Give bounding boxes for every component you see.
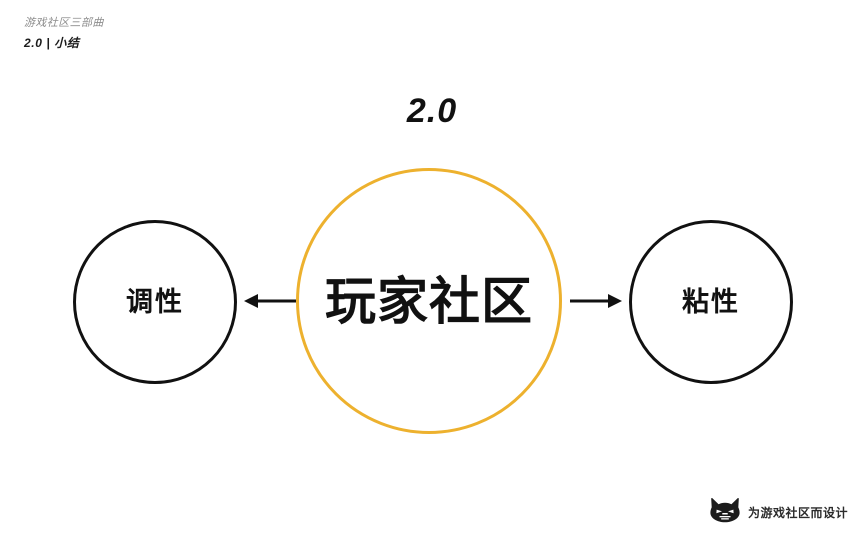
slide-header: 游戏社区三部曲 2.0 | 小结 — [24, 16, 104, 51]
diagram-node-left-label: 调性 — [126, 286, 184, 317]
arrow-right-icon — [569, 287, 623, 315]
header-eyebrow: 游戏社区三部曲 — [24, 17, 104, 29]
footer-brand: 为游戏社区而设计 — [710, 497, 848, 528]
diagram-node-center-label: 玩家社区 — [324, 272, 533, 330]
section-number: 2.0 — [406, 92, 458, 130]
arrow-left-icon — [243, 287, 297, 315]
diagram-node-right-label: 粘性 — [682, 286, 740, 317]
footer-brand-text: 为游戏社区而设计 — [747, 506, 848, 520]
diagram-node-left[interactable]: 调性 — [73, 220, 237, 384]
diagram-node-right[interactable]: 粘性 — [629, 220, 793, 384]
cat-face-logo-icon — [710, 497, 740, 528]
diagram-node-center[interactable]: 玩家社区 — [296, 168, 562, 434]
header-title: 2.0 | 小结 — [24, 35, 80, 50]
